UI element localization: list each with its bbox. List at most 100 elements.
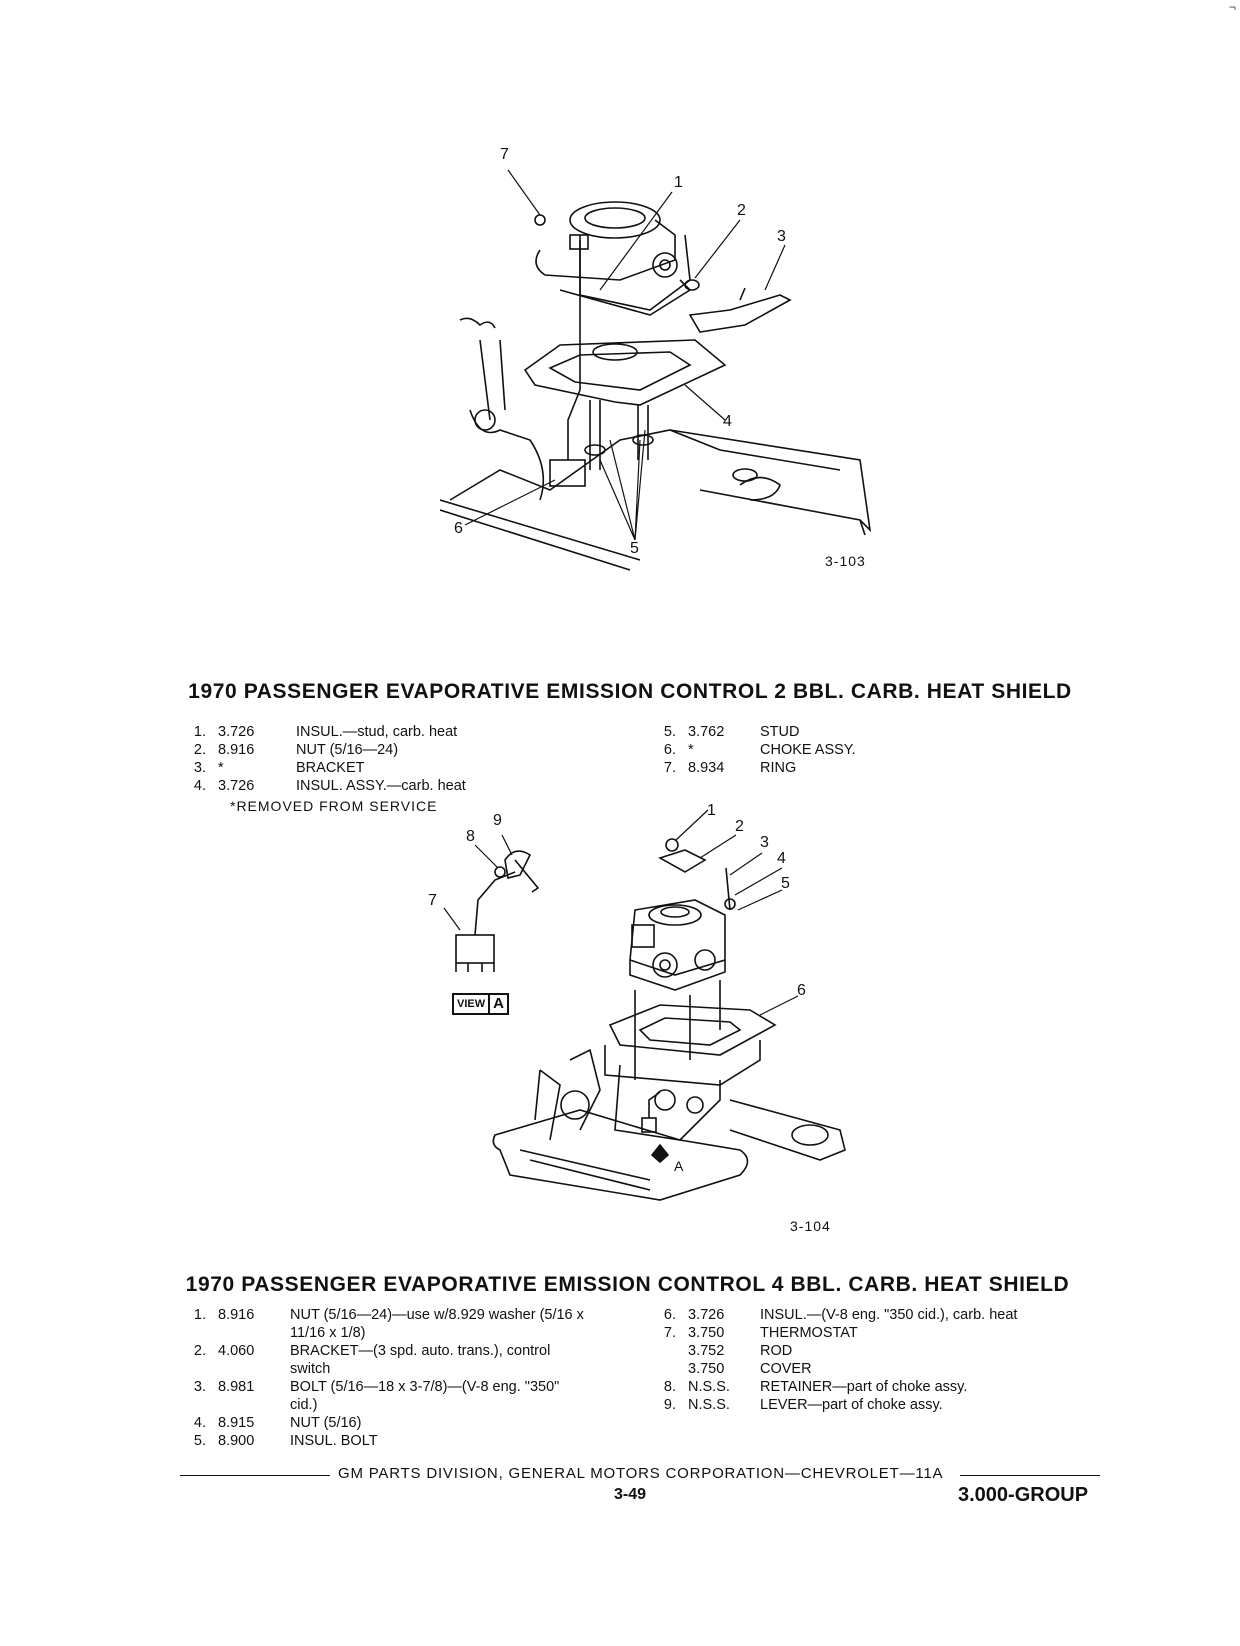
footer-publisher: GM PARTS DIVISION, GENERAL MOTORS CORPOR… [338, 1465, 944, 1482]
part-description: RING [760, 760, 797, 776]
page-number: 3-49 [614, 1486, 647, 1503]
description-line-1: NUT (5/16—24)—use w/8.929 washer (5/16 x [290, 1307, 584, 1323]
group-label: 3.000-GROUP [958, 1484, 1089, 1506]
callout-2: 2 [735, 818, 744, 835]
part-number: 5. [663, 724, 676, 740]
part-code: * [218, 760, 224, 776]
parts-row: 3. 8.981 BOLT (5/16—18 x 3-7/8)—(V-8 eng. … [180, 1378, 620, 1414]
parts-row: 1. 8.916 NUT (5/16—24)—use w/8.929 washer … [180, 1306, 620, 1342]
figure-4bbl-carburetor: 9 8 7 1 2 3 4 5 6 A VIEW A 3-104 [420, 800, 860, 1250]
parts-row: 7. 8.934 RING [650, 759, 970, 777]
part-code: 8.981 [218, 1379, 255, 1395]
footer-rule-left [180, 1475, 330, 1476]
callout-9: 9 [493, 812, 502, 829]
callout-4: 4 [723, 413, 732, 430]
description-line-1: BOLT (5/16—18 x 3-7/8)—(V-8 eng. "350" [290, 1379, 560, 1395]
parts-list-left-4bbl: 1. 8.916 NUT (5/16—24)—use w/8.929 washer … [180, 1306, 620, 1450]
part-number: 3. [193, 760, 206, 776]
part-code: 3.750 [688, 1361, 725, 1377]
part-number: 1. [193, 1307, 206, 1323]
part-description: INSUL.—stud, carb. heat [296, 724, 458, 740]
figure-2bbl-carburetor: 7 1 2 3 4 6 5 3-103 [440, 140, 900, 600]
part-number: 5. [193, 1433, 206, 1449]
part-code: 3.726 [688, 1307, 725, 1323]
parts-row: 2. 4.060 BRACKET—(3 spd. auto. trans.), co… [180, 1342, 620, 1378]
figure-id: 3-104 [790, 1218, 831, 1234]
view-a-marker-letter: A [674, 1158, 684, 1174]
part-code: 8.915 [218, 1415, 255, 1431]
part-number [650, 1360, 688, 1378]
part-description: INSUL.—(V-8 eng. "350 cid.), carb. heat [760, 1307, 1018, 1323]
parts-row: 4. 8.915 NUT (5/16) [180, 1414, 620, 1432]
view-letter: A [488, 995, 507, 1013]
part-code: N.S.S. [688, 1397, 730, 1413]
part-code: 4.060 [218, 1343, 255, 1359]
callout-6: 6 [797, 982, 806, 999]
callout-3: 3 [760, 834, 769, 851]
part-description: ROD [760, 1343, 793, 1359]
parts-row: 3.752 ROD [650, 1342, 1090, 1360]
view-a-badge: VIEW A [452, 993, 509, 1015]
part-description: BRACKET [296, 760, 365, 776]
callout-5: 5 [630, 540, 639, 557]
page-corner-mark: ¬ [1228, 0, 1236, 14]
part-code: 3.726 [218, 724, 255, 740]
part-description: NUT (5/16) [290, 1415, 362, 1431]
callout-8: 8 [466, 828, 475, 845]
part-code: 3.752 [688, 1343, 725, 1359]
view-label: VIEW [457, 998, 486, 1010]
description-line-2: switch [290, 1361, 331, 1377]
removed-from-service-note: *REMOVED FROM SERVICE [230, 798, 438, 814]
section-title-4bbl: 1970 PASSENGER EVAPORATIVE EMISSION CONT… [185, 1273, 1070, 1296]
callout-6: 6 [454, 520, 463, 537]
callout-2: 2 [737, 202, 746, 219]
part-number: 4. [193, 1415, 206, 1431]
parts-row: 6.*CHOKE ASSY. [650, 741, 970, 759]
part-description: INSUL. ASSY.—carb. heat [296, 778, 466, 794]
part-description: BOLT (5/16—18 x 3-7/8)—(V-8 eng. "350" ci… [290, 1378, 620, 1414]
part-code: 8.916 [218, 1307, 255, 1323]
part-code: 8.900 [218, 1433, 255, 1449]
part-number: 7. [663, 1325, 676, 1341]
part-number: 9. [663, 1397, 676, 1413]
callout-1: 1 [707, 802, 716, 819]
part-number: 3. [193, 1379, 206, 1395]
part-number: 7. [663, 760, 676, 776]
exploded-view-2bbl-drawing [440, 169, 872, 571]
parts-row: 3. * BRACKET [180, 759, 600, 777]
part-description: INSUL. BOLT [290, 1433, 378, 1449]
figure-id: 3-103 [825, 553, 866, 569]
section-title-2bbl: 1970 PASSENGER EVAPORATIVE EMISSION CONT… [188, 680, 1072, 703]
part-description: BRACKET—(3 spd. auto. trans.), control sw… [290, 1342, 620, 1378]
part-description: LEVER—part of choke assy. [760, 1397, 943, 1413]
description-line-2: cid.) [290, 1397, 318, 1413]
part-code: * [688, 742, 694, 758]
part-number: 8. [663, 1379, 676, 1395]
description-line-1: BRACKET—(3 spd. auto. trans.), control [290, 1343, 551, 1359]
part-description: CHOKE ASSY. [760, 742, 856, 758]
exploded-view-4bbl-drawing [443, 809, 846, 1201]
callout-7: 7 [428, 892, 437, 909]
part-number: 1. [193, 724, 206, 740]
callout-5: 5 [781, 875, 790, 892]
part-code: 8.934 [688, 760, 725, 776]
parts-row: 3.750 COVER [650, 1360, 1090, 1378]
part-number: 2. [193, 1343, 206, 1359]
part-description: NUT (5/16—24)—use w/8.929 washer (5/16 x… [290, 1306, 620, 1342]
part-description: COVER [760, 1361, 812, 1377]
callout-1: 1 [674, 174, 683, 191]
footer-rule-right [960, 1475, 1100, 1476]
part-description: RETAINER—part of choke assy. [760, 1379, 968, 1395]
callout-3: 3 [777, 228, 786, 245]
part-code: 3.726 [218, 778, 255, 794]
part-description: NUT (5/16—24) [296, 742, 399, 758]
part-number [650, 1342, 688, 1360]
callout-4: 4 [777, 850, 786, 867]
